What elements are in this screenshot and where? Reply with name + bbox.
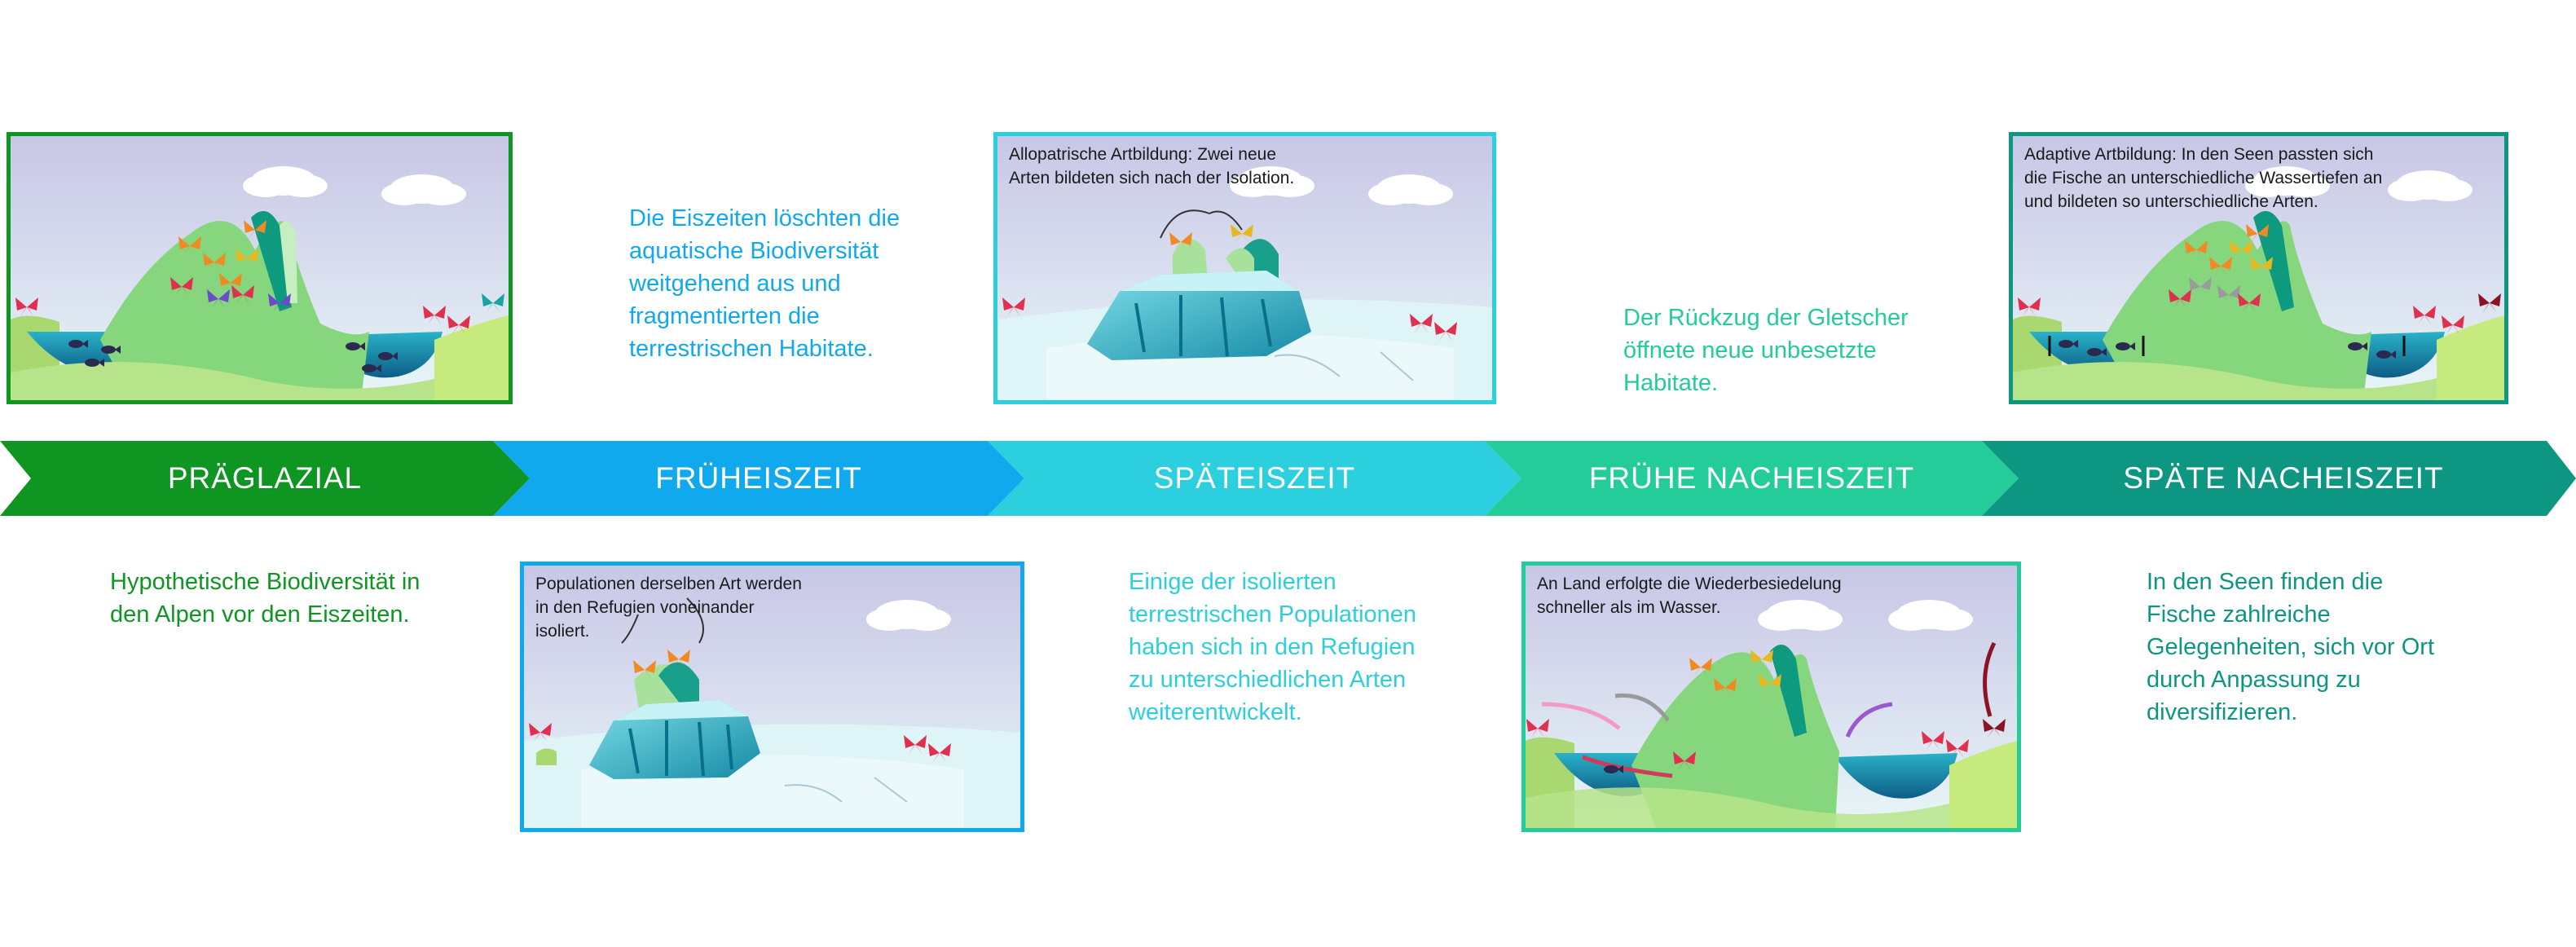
panel-fruehe-nacheiszeit: An Land erfolgte die Wiederbesiedelung s…: [1521, 562, 2021, 832]
description-praeglazial: Hypothetische Biodiversität in den Alpen…: [110, 569, 421, 628]
timeline-label-frueheiszeit: FRÜHEISZEIT: [655, 461, 862, 495]
timeline-segment-frueheiszeit: [493, 441, 1024, 516]
timeline-label-fruehe-nacheiszeit: FRÜHE NACHEISZEIT: [1588, 461, 1915, 495]
caption-spaeteiszeit: Allopatrische Artbildung: Zwei neue Arte…: [1009, 145, 1295, 187]
scene-fruehe-nacheiszeit: [1526, 566, 2017, 828]
scene-spaeteiszeit: [997, 136, 1492, 400]
caption-frueheiszeit: Populationen derselben Art werden in den…: [535, 575, 802, 641]
panel-frueheiszeit: Populationen derselben Art werden in den…: [520, 562, 1024, 832]
scene-frueheiszeit: [524, 566, 1020, 828]
panel-spaeteiszeit: Allopatrische Artbildung: Zwei neue Arte…: [993, 132, 1496, 404]
caption-fruehe-nacheiszeit: An Land erfolgte die Wiederbesiedelung s…: [1537, 575, 1842, 617]
timeline-label-spaeteiszeit: SPÄTEISZEIT: [1153, 461, 1356, 495]
scene-praeglazial: [11, 136, 509, 400]
timeline-segment-praeglazial: [0, 441, 530, 516]
caption-spaete-nacheiszeit: Adaptive Artbildung: In den Seen passten…: [2024, 145, 2383, 211]
timeline-label-spaete-nacheiszeit: SPÄTE NACHEISZEIT: [2123, 461, 2444, 495]
description-spaete-nacheiszeit: In den Seen finden die Fische zahlreiche…: [2147, 569, 2435, 725]
panel-praeglazial: [7, 132, 513, 404]
timeline-label-praeglazial: PRÄGLAZIAL: [167, 461, 363, 495]
timeline-segment-fruehe-nacheiszeit: [1485, 441, 2019, 516]
timeline-arrow: [0, 441, 2576, 516]
description-frueheiszeit: Die Eiszeiten löschten die aquatische Bi…: [629, 205, 900, 362]
scene-spaete-nacheiszeit: [2013, 136, 2504, 400]
timeline-segment-spaete-nacheiszeit: [1982, 441, 2576, 516]
panel-spaete-nacheiszeit: Adaptive Artbildung: In den Seen passten…: [2009, 132, 2508, 404]
timeline-segment-spaeteiszeit: [988, 441, 1521, 516]
description-spaeteiszeit: Einige der isolierten terrestrischen Pop…: [1129, 569, 1417, 725]
description-fruehe-nacheiszeit: Der Rückzug der Gletscher öffnete neue u…: [1623, 305, 1909, 396]
